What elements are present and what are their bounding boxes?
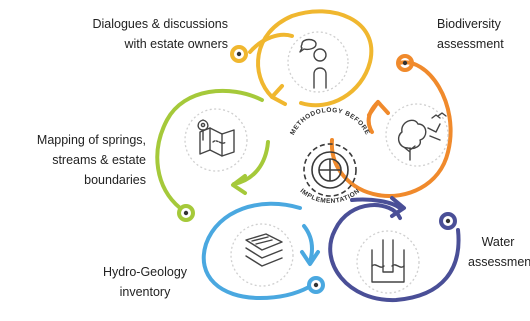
water-well-icon [371,239,405,283]
tree-bird-icon [397,112,447,161]
mapping-icon-frame [184,108,248,172]
water-top-line [350,197,402,210]
mapping-arrowhead [231,174,247,195]
label-mapping: Mapping of springs, streams & estate bou… [36,133,146,187]
step-hydro-geology [201,201,325,301]
center-top-text: METHODOLOGY BEFORE [289,107,371,136]
label-biodiversity: Biodiversity assessment [437,17,504,51]
hydro-end-marker [307,276,325,294]
dialogues-icon-frame [287,31,349,93]
map-pin-icon [197,119,235,157]
water-end-marker [439,212,457,230]
label-dialogues: Dialogues & discussions with estate owne… [92,17,229,51]
dialogues-arrowhead [270,84,287,106]
dialogues-end-marker [230,45,248,63]
label-hydro-geology: Hydro-Geology inventory [102,265,188,299]
water-arrowhead [390,196,406,218]
dialogues-arc [256,9,374,108]
center-hub: METHODOLOGY BEFORE IMPLEMENTATION [289,107,371,205]
rock-layers-icon [245,233,283,267]
hydro-arc [201,201,311,301]
gear-icon [311,151,349,189]
mapping-end-marker [177,204,195,222]
step-dialogues [230,9,374,108]
label-water: Water assessment [468,235,530,269]
step-biodiversity [329,54,453,198]
dialogues-connector [248,32,294,54]
step-mapping [155,88,270,222]
water-arc [328,203,461,303]
center-gear-ring [303,143,357,197]
hydro-arrowhead [300,250,320,266]
water-icon-frame [356,230,420,294]
biodiversity-end-marker [396,54,414,72]
person-talking-icon [299,38,327,89]
biodiversity-arrowhead [367,100,390,117]
hydro-right-line [302,224,314,264]
biodiversity-icon-frame [385,103,449,167]
mapping-arc [155,88,264,210]
hydro-icon-frame [230,223,294,287]
step-water [328,196,461,303]
